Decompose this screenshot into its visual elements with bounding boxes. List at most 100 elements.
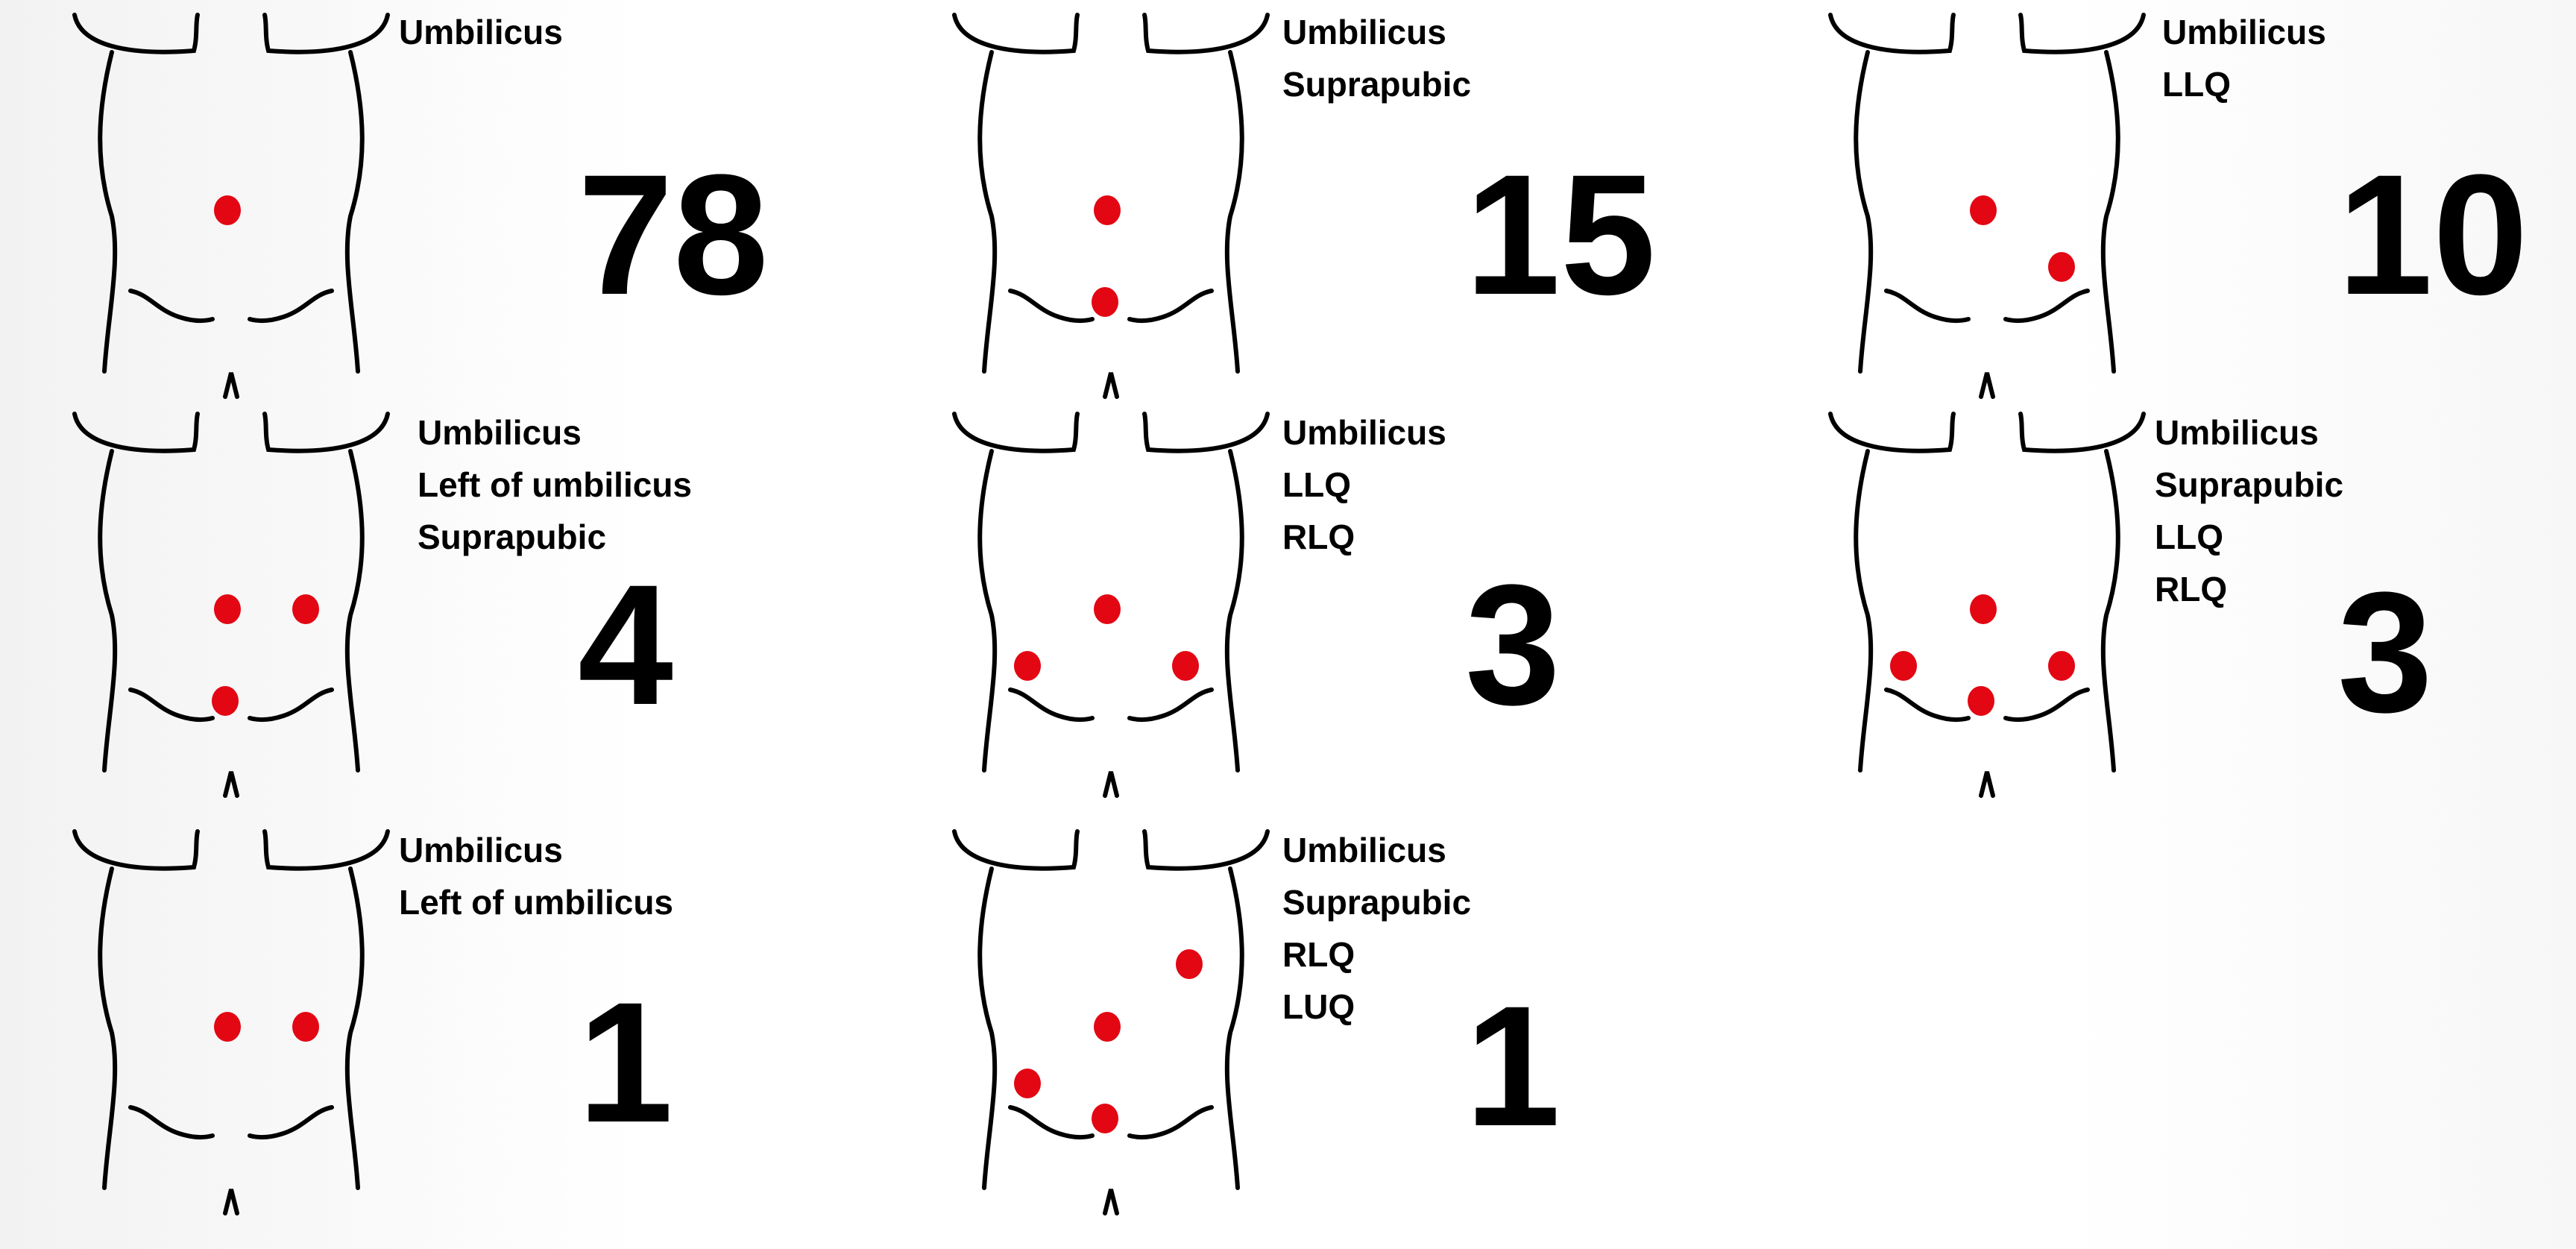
- torso-outline-icon: [72, 412, 390, 798]
- torso-outline-stroke: [1224, 866, 1244, 1190]
- torso-outline-stroke: [98, 866, 118, 1190]
- torso-outline-stroke: [1008, 1105, 1095, 1140]
- torso-outline-stroke: [1103, 771, 1119, 798]
- patient-count: 3: [2337, 556, 2433, 748]
- torso-outline-stroke: [1103, 1189, 1119, 1215]
- torso-outline-stroke: [2003, 289, 2090, 324]
- torso-outline-stroke: [952, 13, 1080, 54]
- site-label: RLQ: [2155, 570, 2228, 608]
- torso-outline-icon: [952, 412, 1270, 798]
- torso-outline: [952, 13, 1270, 399]
- torso-outline-stroke: [128, 289, 215, 324]
- site-label: Left of umbilicus: [418, 465, 692, 504]
- torso-outline: [952, 829, 1270, 1215]
- torso-outline-stroke: [72, 829, 200, 871]
- port-dot-llq: [1172, 651, 1199, 681]
- torso-outline-stroke: [1142, 829, 1270, 871]
- torso-outline-stroke: [248, 1105, 334, 1140]
- site-label: Umbilicus: [399, 13, 563, 51]
- torso-outline: [72, 13, 390, 399]
- torso-outline-stroke: [1828, 13, 1956, 54]
- site-label: LLQ: [2162, 65, 2231, 104]
- site-label: Umbilicus: [418, 413, 582, 452]
- patient-count: 78: [578, 139, 769, 330]
- torso-outline-icon: [952, 13, 1270, 399]
- port-dot-umbilicus: [214, 594, 241, 624]
- torso-outline-stroke: [1884, 688, 1971, 723]
- site-label: LUQ: [1282, 987, 1355, 1026]
- torso-outline-stroke: [1142, 13, 1270, 54]
- torso-outline-stroke: [1224, 449, 1244, 773]
- site-label-list: Umbilicus: [399, 6, 563, 58]
- port-dot-umbilicus: [1094, 1012, 1121, 1042]
- torso-outline-stroke: [344, 449, 365, 773]
- port-dot-suprapubic: [1968, 686, 1994, 716]
- port-dot-rlq: [1890, 651, 1917, 681]
- site-label: Suprapubic: [418, 517, 607, 556]
- site-label: RLQ: [1282, 935, 1355, 974]
- port-dot-umbilicus: [1970, 594, 1997, 624]
- port-dot-left-of-umbilicus: [292, 1012, 319, 1042]
- site-label: LLQ: [1282, 465, 1351, 504]
- torso-outline-stroke: [977, 50, 998, 374]
- port-dot-umbilicus: [214, 1012, 241, 1042]
- port-dot-llq: [2048, 252, 2075, 282]
- torso-outline-icon: [1828, 412, 2146, 798]
- port-dot-llq: [2048, 651, 2075, 681]
- torso-outline: [952, 412, 1270, 798]
- port-dot-rlq: [1014, 651, 1041, 681]
- torso-outline-stroke: [128, 688, 215, 723]
- torso-outline-stroke: [1828, 412, 1956, 453]
- torso-outline-icon: [72, 13, 390, 399]
- port-dot-suprapubic: [212, 686, 239, 716]
- torso-outline-stroke: [344, 50, 365, 374]
- port-dot-suprapubic: [1092, 1104, 1118, 1133]
- torso-outline-stroke: [2018, 412, 2146, 453]
- torso-outline-stroke: [72, 13, 200, 54]
- torso-outline-stroke: [223, 1189, 239, 1215]
- torso-outline-stroke: [2100, 449, 2120, 773]
- torso-outline-stroke: [1979, 771, 1995, 798]
- torso-outline-stroke: [1979, 372, 1995, 399]
- site-label: Umbilicus: [2155, 413, 2319, 452]
- patient-count: 3: [1465, 549, 1561, 740]
- site-label: Umbilicus: [1282, 831, 1446, 869]
- torso-outline-stroke: [1103, 372, 1119, 399]
- patient-count: 1: [578, 966, 673, 1158]
- port-dot-umbilicus: [1970, 195, 1997, 225]
- patient-count: 15: [1465, 139, 1656, 330]
- site-label: Umbilicus: [1282, 413, 1446, 452]
- torso-outline-stroke: [262, 13, 390, 54]
- torso-outline: [1828, 412, 2146, 798]
- torso-outline: [1828, 13, 2146, 399]
- site-label: RLQ: [1282, 517, 1355, 556]
- port-dot-umbilicus: [1094, 594, 1121, 624]
- port-dot-suprapubic: [1092, 287, 1118, 317]
- torso-outline-icon: [72, 829, 390, 1215]
- site-label: LLQ: [2155, 517, 2223, 556]
- site-label: Umbilicus: [2162, 13, 2326, 51]
- torso-outline-stroke: [2018, 13, 2146, 54]
- torso-outline-stroke: [72, 412, 200, 453]
- torso-outline-stroke: [952, 829, 1080, 871]
- torso-outline-icon: [952, 829, 1270, 1215]
- torso-outline-stroke: [977, 866, 998, 1190]
- torso-outline-stroke: [223, 372, 239, 399]
- torso-outline-stroke: [98, 50, 118, 374]
- port-dot-rlq: [1014, 1069, 1041, 1098]
- torso-outline-stroke: [1008, 688, 1095, 723]
- port-dot-umbilicus: [1094, 195, 1121, 225]
- torso-outline-stroke: [977, 449, 998, 773]
- torso-outline-stroke: [344, 866, 365, 1190]
- site-label: Umbilicus: [1282, 13, 1446, 51]
- site-label: Suprapubic: [1282, 65, 1472, 104]
